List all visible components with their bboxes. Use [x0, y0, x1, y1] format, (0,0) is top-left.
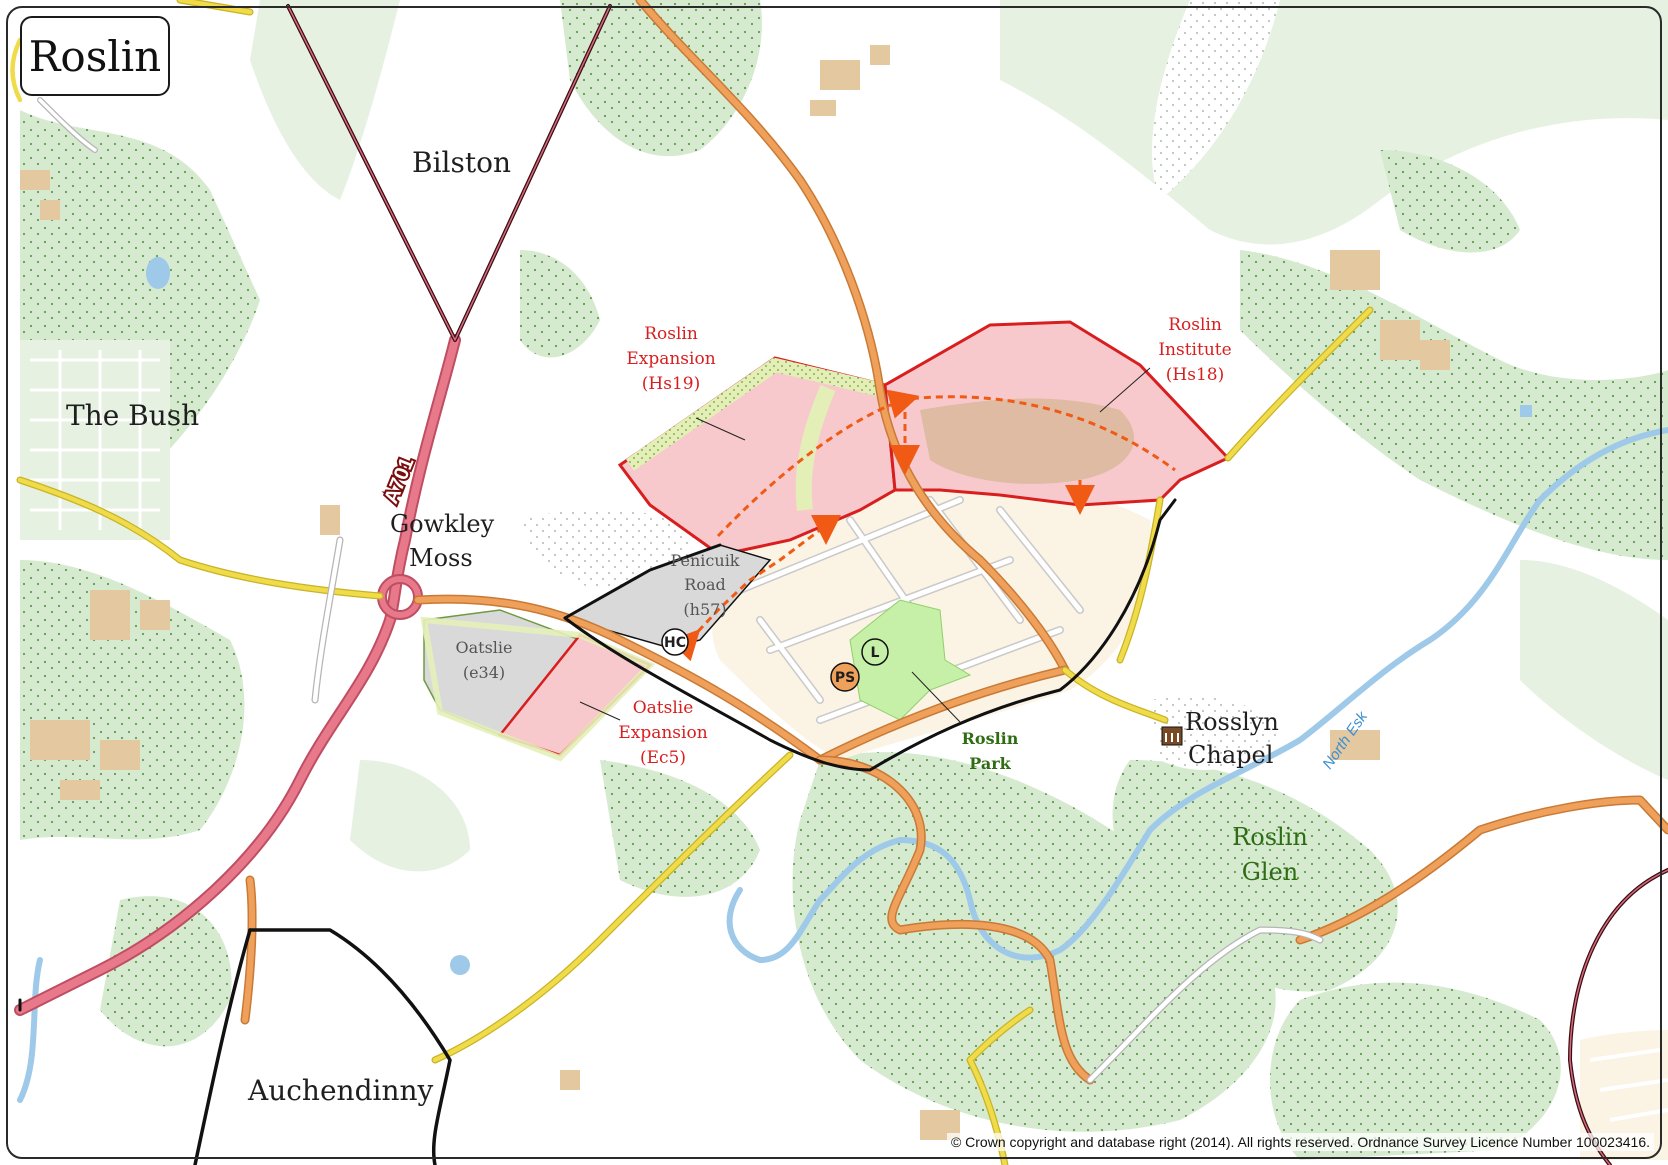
label-roslin-park: Roslin Park [962, 729, 1019, 773]
roslin-park-area [849, 599, 972, 721]
svg-text:Expansion: Expansion [618, 723, 707, 743]
allocation-sites [420, 320, 1231, 762]
copyright-notice: © Crown copyright and database right (20… [946, 1133, 1654, 1151]
svg-text:Oatslie: Oatslie [633, 698, 694, 718]
label-ec5: Oatslie Expansion (Ec5) [618, 698, 707, 768]
label-rosslyn: Rosslyn [1185, 708, 1279, 736]
svg-text:Roslin: Roslin [644, 324, 698, 344]
settlement-the-bush [20, 340, 170, 540]
label-hs19: Roslin Expansion (Hs19) [626, 324, 715, 394]
label-roslin-glen-2: Glen [1242, 858, 1299, 886]
label-roslin-glen-1: Roslin [1232, 823, 1308, 851]
ps-icon[interactable]: PS [830, 662, 860, 692]
svg-text:(Hs19): (Hs19) [642, 374, 700, 394]
svg-text:Road: Road [684, 575, 725, 594]
label-the-bush: The Bush [66, 399, 199, 432]
svg-text:(e34): (e34) [463, 663, 505, 682]
access-arrows [668, 389, 1176, 662]
pond [1520, 405, 1532, 417]
label-gowkley: Gowkley [390, 510, 495, 538]
south-east-settlement [1580, 1030, 1668, 1160]
svg-text:Expansion: Expansion [626, 349, 715, 369]
label-moss: Moss [409, 544, 473, 572]
label-h57: Penicuik Road (h57) [670, 551, 739, 619]
river-north-esk [17, 427, 1668, 1103]
svg-text:Penicuik: Penicuik [670, 551, 739, 570]
ps-icon-label: PS [835, 670, 855, 686]
buildings [20, 45, 1450, 1140]
svg-text:Oatslie: Oatslie [456, 638, 513, 657]
pond [450, 955, 470, 975]
label-bilston: Bilston [412, 146, 511, 179]
pond [146, 257, 170, 289]
svg-text:Roslin: Roslin [962, 729, 1019, 748]
label-chapel: Chapel [1188, 741, 1273, 769]
svg-text:Institute: Institute [1158, 340, 1231, 360]
map-title: Roslin [20, 16, 170, 96]
leader-lines [579, 367, 1151, 723]
chapel-icon[interactable] [1161, 726, 1183, 746]
label-hs18: Roslin Institute (Hs18) [1158, 315, 1231, 385]
hc-icon[interactable]: HC [661, 628, 689, 656]
library-icon[interactable]: L [861, 638, 889, 666]
svg-text:Roslin: Roslin [1168, 315, 1222, 335]
library-icon-label: L [871, 645, 880, 661]
label-auchendinny: Auchendinny [247, 1074, 434, 1107]
svg-text:Park: Park [969, 754, 1011, 773]
svg-text:(h57): (h57) [683, 600, 726, 619]
svg-text:(Hs18): (Hs18) [1166, 365, 1224, 385]
svg-text:(Ec5): (Ec5) [640, 748, 686, 768]
label-e34: Oatslie (e34) [456, 638, 513, 682]
hc-icon-label: HC [664, 635, 686, 651]
